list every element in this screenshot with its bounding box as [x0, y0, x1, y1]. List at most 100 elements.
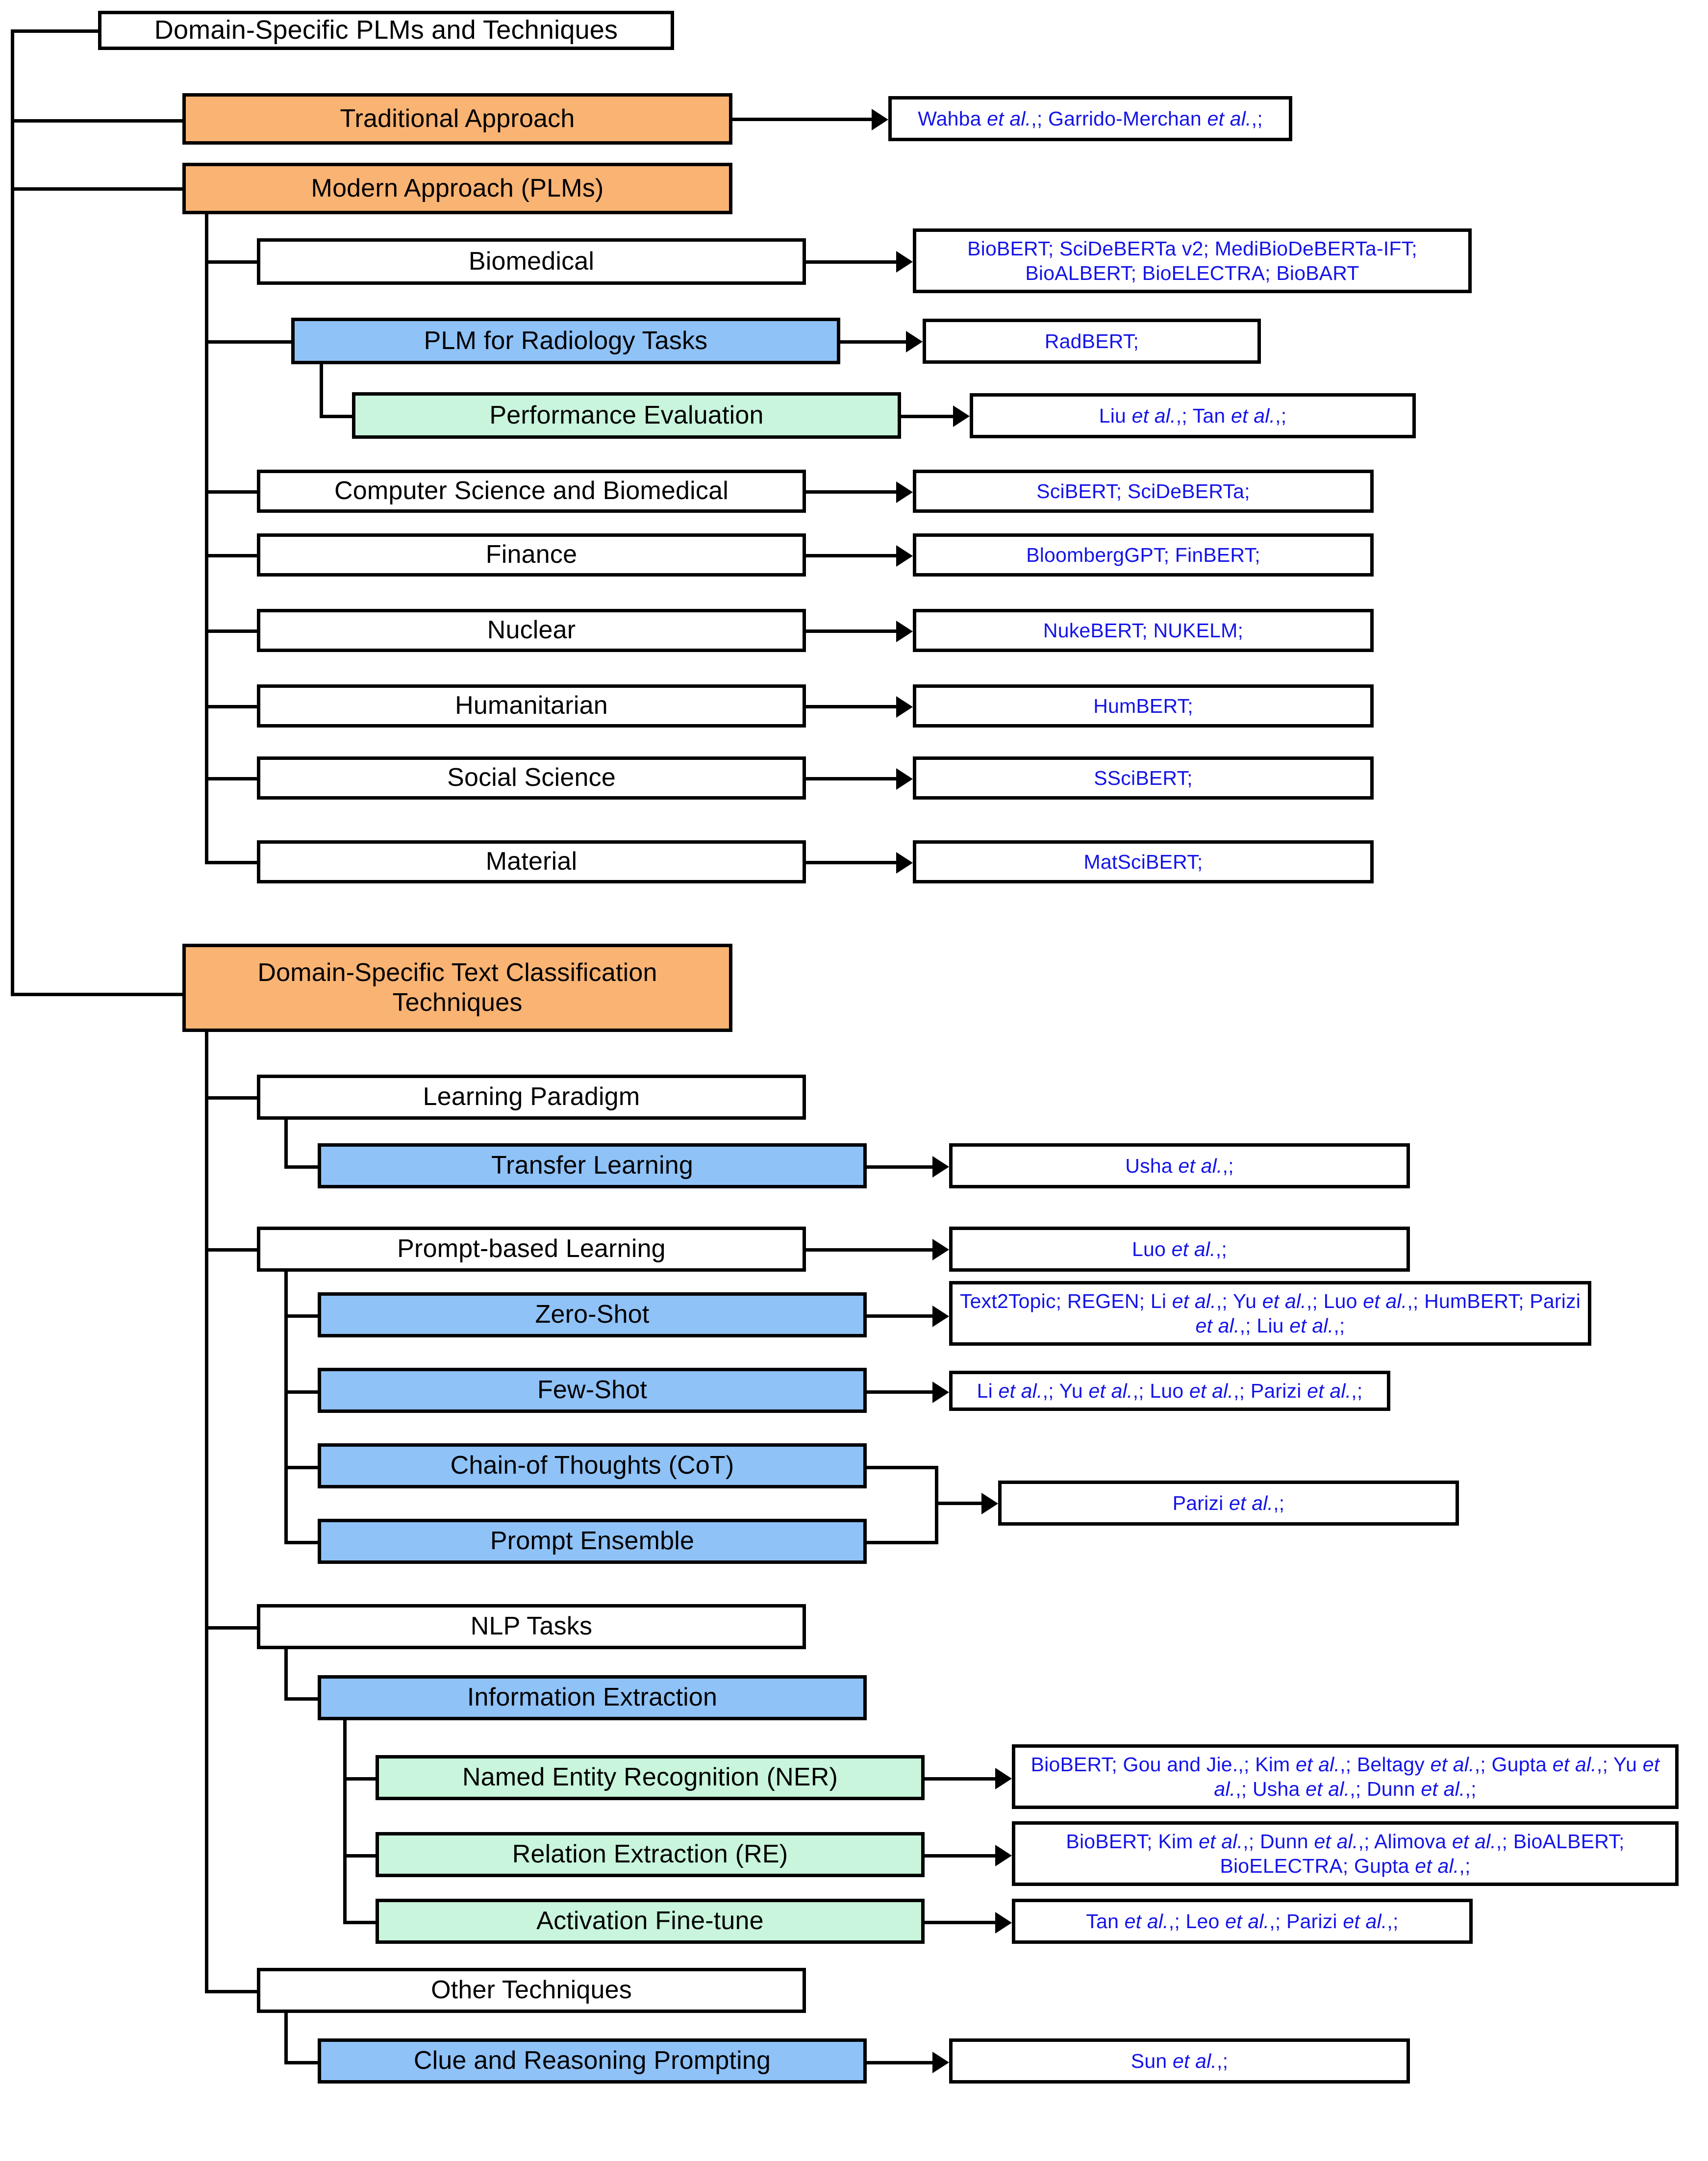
finance-arrow-icon — [896, 545, 913, 567]
modern-to-csbio — [205, 490, 259, 494]
prompt-ensemble-node[interactable]: Prompt Ensemble — [318, 1519, 867, 1564]
performance-refs-label: Liu et al.,; Tan et al.,; — [1099, 404, 1287, 427]
activation-finetune-refs-box[interactable]: Tan et al.,; Leo et al.,; Parizi et al.,… — [1012, 1899, 1473, 1944]
few-shot-label: Few-Shot — [537, 1376, 648, 1405]
biomedical-refs-box[interactable]: BioBERT; SciDeBERTa v2; MediBioDeBERTa-I… — [913, 228, 1472, 293]
cot-ensemble-refs-box[interactable]: Parizi et al.,; — [998, 1481, 1459, 1526]
radiology-node[interactable]: PLM for Radiology Tasks — [291, 318, 840, 364]
branch2-to-nlptasks — [205, 1626, 259, 1630]
prompt-based-learning-node[interactable]: Prompt-based Learning — [257, 1227, 806, 1272]
merge-to-ref-line — [935, 1502, 984, 1505]
nuclear-refs-box[interactable]: NukeBERT; NUKELM; — [913, 609, 1374, 652]
clue-to-ref-line — [867, 2061, 935, 2064]
clue-reasoning-node[interactable]: Clue and Reasoning Prompting — [318, 2038, 867, 2084]
ner-label: Named Entity Recognition (NER) — [462, 1763, 838, 1792]
traditional-refs-box[interactable]: Wahba et al.,; Garrido-Merchan et al.,; — [888, 96, 1292, 141]
nuclear-node[interactable]: Nuclear — [257, 609, 806, 652]
other-techniques-node[interactable]: Other Techniques — [257, 1968, 806, 2013]
perf-to-ref-line — [901, 415, 955, 418]
chain-of-thoughts-node[interactable]: Chain-of Thoughts (CoT) — [318, 1443, 867, 1488]
modern-approach-node[interactable]: Modern Approach (PLMs) — [182, 163, 732, 214]
finance-node[interactable]: Finance — [257, 533, 806, 577]
nuclear-label: Nuclear — [487, 616, 576, 645]
modern-to-biomedical — [205, 260, 259, 264]
modern-to-socialscience — [205, 777, 259, 780]
nlptasks-sub-spine — [284, 1649, 288, 1701]
zero-shot-node[interactable]: Zero-Shot — [318, 1292, 867, 1337]
learning-paradigm-node[interactable]: Learning Paradigm — [257, 1075, 806, 1120]
material-label: Material — [485, 847, 578, 876]
finance-label: Finance — [485, 540, 578, 569]
material-node[interactable]: Material — [257, 840, 806, 883]
biomedical-arrow-icon — [896, 251, 913, 273]
modern-to-radiology — [205, 340, 293, 344]
spine-to-branch2 — [11, 993, 183, 996]
information-extraction-label: Information Extraction — [467, 1683, 718, 1712]
material-refs-box[interactable]: MatSciBERT; — [913, 840, 1374, 883]
learning-paradigm-label: Learning Paradigm — [423, 1082, 640, 1111]
root-node[interactable]: Domain-Specific PLMs and Techniques — [98, 11, 674, 50]
transfer-learning-label: Transfer Learning — [491, 1151, 693, 1180]
humanitarian-node[interactable]: Humanitarian — [257, 684, 806, 728]
clue-reasoning-arrow-icon — [932, 2052, 949, 2073]
root-label: Domain-Specific PLMs and Techniques — [154, 15, 618, 45]
text-classification-techniques-label: Domain-Specific Text Classification Tech… — [257, 958, 657, 1017]
few-shot-refs-box[interactable]: Li et al.,; Yu et al.,; Luo et al.,; Par… — [949, 1371, 1390, 1411]
radiology-label: PLM for Radiology Tasks — [424, 326, 708, 355]
relation-extraction-node[interactable]: Relation Extraction (RE) — [376, 1832, 925, 1877]
finance-refs-box[interactable]: BloombergGPT; FinBERT; — [913, 533, 1374, 577]
material-arrow-icon — [896, 852, 913, 874]
cs-biomedical-refs-label: SciBERT; SciDeBERTa; — [1036, 479, 1250, 503]
traditional-arrow-icon — [872, 109, 888, 130]
transfer-learning-arrow-icon — [932, 1156, 949, 1178]
branch2-to-learning-paradigm — [205, 1096, 259, 1100]
othertech-sub-spine — [284, 2013, 288, 2064]
learningparadigm-to-transfer — [284, 1165, 320, 1169]
performance-refs-box[interactable]: Liu et al.,; Tan et al.,; — [970, 393, 1416, 438]
nuclear-refs-label: NukeBERT; NUKELM; — [1043, 619, 1244, 642]
promptbased-to-zeroshot — [284, 1314, 320, 1318]
transfer-learning-refs-box[interactable]: Usha et al.,; — [949, 1143, 1410, 1188]
ner-refs-box[interactable]: BioBERT; Gou and Jie.,; Kim et al.,; Bel… — [1012, 1744, 1679, 1809]
information-extraction-node[interactable]: Information Extraction — [318, 1675, 867, 1720]
radiology-to-perf — [320, 415, 354, 418]
biomedical-node[interactable]: Biomedical — [257, 238, 806, 285]
cs-biomedical-arrow-icon — [896, 481, 913, 503]
transfer-learning-node[interactable]: Transfer Learning — [318, 1143, 867, 1188]
biomedical-label: Biomedical — [468, 247, 595, 276]
promptbased-to-cot — [284, 1466, 320, 1469]
activation-finetune-refs-label: Tan et al.,; Leo et al.,; Parizi et al.,… — [1086, 1910, 1399, 1933]
nlptasks-to-infoextraction — [284, 1697, 320, 1701]
othertech-to-clue — [284, 2061, 320, 2064]
prompt-ensemble-label: Prompt Ensemble — [490, 1527, 695, 1556]
cs-biomedical-refs-box[interactable]: SciBERT; SciDeBERTa; — [913, 470, 1374, 513]
humanitarian-refs-box[interactable]: HumBERT; — [913, 684, 1374, 728]
traditional-approach-node[interactable]: Traditional Approach — [182, 93, 732, 145]
ensemble-merge-bottom — [867, 1541, 938, 1544]
social-science-node[interactable]: Social Science — [257, 756, 806, 800]
nlp-tasks-node[interactable]: NLP Tasks — [257, 1604, 806, 1649]
radiology-refs-box[interactable]: RadBERT; — [923, 319, 1261, 364]
text-classification-techniques-node[interactable]: Domain-Specific Text Classification Tech… — [182, 944, 732, 1032]
promptbased-to-ref-line — [806, 1248, 935, 1252]
ner-node[interactable]: Named Entity Recognition (NER) — [376, 1755, 925, 1800]
cs-biomedical-node[interactable]: Computer Science and Biomedical — [257, 470, 806, 513]
performance-evaluation-label: Performance Evaluation — [489, 401, 764, 429]
cot-merge-top — [867, 1466, 938, 1469]
activation-finetune-node[interactable]: Activation Fine-tune — [376, 1899, 925, 1944]
zero-shot-refs-label: Text2Topic; REGEN; Li et al.,; Yu et al.… — [959, 1289, 1581, 1337]
few-shot-node[interactable]: Few-Shot — [318, 1368, 867, 1413]
chain-of-thoughts-label: Chain-of Thoughts (CoT) — [450, 1451, 734, 1480]
traditional-to-ref-line — [732, 118, 875, 121]
humanitarian-label: Humanitarian — [455, 691, 608, 720]
prompt-based-refs-box[interactable]: Luo et al.,; — [949, 1227, 1410, 1272]
social-science-label: Social Science — [447, 763, 616, 792]
clue-reasoning-refs-box[interactable]: Sun et al.,; — [949, 2038, 1410, 2084]
performance-evaluation-node[interactable]: Performance Evaluation — [352, 392, 901, 439]
zero-shot-refs-box[interactable]: Text2Topic; REGEN; Li et al.,; Yu et al.… — [949, 1281, 1591, 1346]
biomedical-to-ref-line — [806, 260, 899, 264]
zero-shot-arrow-icon — [932, 1306, 949, 1327]
social-science-refs-box[interactable]: SSciBERT; — [913, 756, 1374, 800]
relation-extraction-refs-box[interactable]: BioBERT; Kim et al.,; Dunn et al.,; Alim… — [1012, 1821, 1679, 1886]
learningparadigm-sub-spine — [284, 1120, 288, 1169]
